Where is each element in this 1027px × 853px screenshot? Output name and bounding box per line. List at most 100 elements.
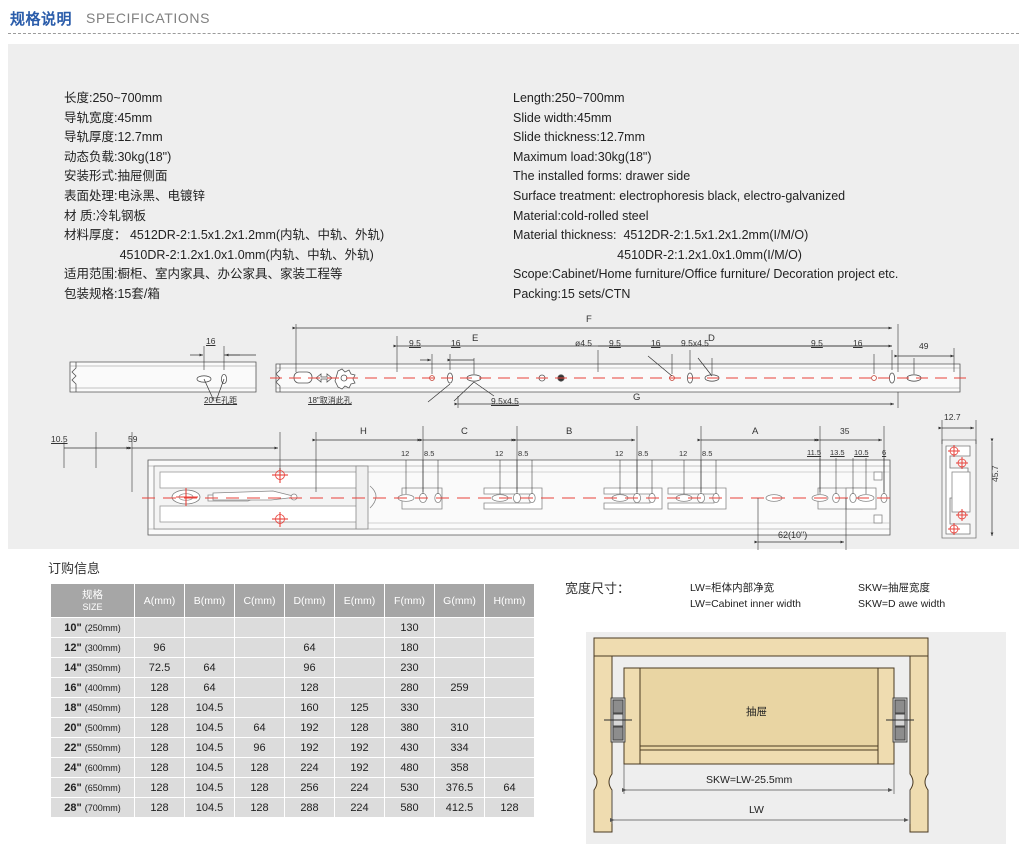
cell-size: 14" (350mm) xyxy=(50,657,135,678)
cell-a: 128 xyxy=(134,717,185,738)
dim-B: B xyxy=(566,426,573,437)
cell-d: 128 xyxy=(284,677,335,698)
cell-f: 130 xyxy=(384,617,435,638)
dim-D: D xyxy=(708,333,715,344)
cell-h xyxy=(484,637,535,658)
col-d: D(mm) xyxy=(284,583,335,618)
dim-E: E xyxy=(472,333,479,344)
table-row: 10" (250mm)130 xyxy=(50,617,535,638)
cell-a: 128 xyxy=(134,697,185,718)
cell-e: 125 xyxy=(334,697,385,718)
cell-a: 72.5 xyxy=(134,657,185,678)
dim-13p5: 13.5 xyxy=(830,448,845,457)
dim-9p5-c: 9.5 xyxy=(811,338,823,348)
width-section-label: 宽度尺寸： xyxy=(565,581,631,596)
dim-H: H xyxy=(360,426,367,437)
cell-d: 224 xyxy=(284,757,335,778)
cell-f: 380 xyxy=(384,717,435,738)
cell-g xyxy=(434,617,485,638)
ordering-info-title: 订购信息 xyxy=(48,561,101,576)
dim-12-d: 12 xyxy=(679,449,688,458)
spec-en-line: Packing:15 sets/CTN xyxy=(513,286,631,301)
spec-en-line: Material thickness: 4512DR-2:1.5x1.2x1.2… xyxy=(513,228,809,243)
dim-16-b: 16 xyxy=(451,338,461,348)
cell-size: 24" (600mm) xyxy=(50,757,135,778)
cell-h xyxy=(484,657,535,678)
cell-e xyxy=(334,677,385,698)
cell-size: 16" (400mm) xyxy=(50,677,135,698)
col-size-en: SIZE xyxy=(82,601,103,612)
spec-en-line: Surface treatment: electrophoresis black… xyxy=(513,188,846,203)
spec-cn-line: 材料厚度： 4512DR-2:1.5x1.2x1.2mm(内轨、中轨、外轨) xyxy=(64,228,385,243)
cell-g: 334 xyxy=(434,737,485,758)
cell-b xyxy=(184,637,235,658)
cell-b: 104.5 xyxy=(184,737,235,758)
dim-G: G xyxy=(633,392,641,403)
legend-lw-cn: LW=柜体内部净宽 xyxy=(690,582,775,594)
cell-f: 180 xyxy=(384,637,435,658)
specifications-english: Length:250~700mm Slide width:45mm Slide … xyxy=(513,89,1013,305)
dim-10p5: 10.5 xyxy=(51,434,68,444)
dim-F: F xyxy=(586,314,592,325)
cell-c: 128 xyxy=(234,777,285,798)
spec-en-line: Slide width:45mm xyxy=(513,110,612,125)
spec-cn-line: 导轨厚度:12.7mm xyxy=(64,130,163,145)
cell-a: 128 xyxy=(134,777,185,798)
cross-section-width: 12.7 xyxy=(944,412,961,422)
cell-c xyxy=(234,697,285,718)
col-c: C(mm) xyxy=(234,583,285,618)
dim-6: 6 xyxy=(882,448,887,457)
cell-c: 64 xyxy=(234,717,285,738)
cell-e xyxy=(334,617,385,638)
dim-16-left: 16 xyxy=(206,336,216,346)
spec-cn-line: 适用范围:橱柜、室内家具、办公家具、家装工程等 xyxy=(64,267,343,282)
spec-cn-line: 长度:250~700mm xyxy=(64,91,163,105)
profile-left-small xyxy=(69,361,257,393)
page-header: 规格说明 SPECIFICATIONS xyxy=(0,0,1027,38)
cell-d: 192 xyxy=(284,717,335,738)
page-title-cn: 规格说明 xyxy=(10,11,73,28)
cell-g xyxy=(434,637,485,658)
cell-f: 480 xyxy=(384,757,435,778)
spec-cn-line: 材 质:冷轧钢板 xyxy=(64,208,146,223)
cell-f: 430 xyxy=(384,737,435,758)
cell-size: 26" (650mm) xyxy=(50,777,135,798)
cell-g xyxy=(434,657,485,678)
dim-16-c: 16 xyxy=(651,338,661,348)
cell-h xyxy=(484,757,535,778)
spec-cn-line: 导轨宽度:45mm xyxy=(64,110,153,125)
cabinet-svg xyxy=(593,637,929,833)
dim-dia-4p5: ø4.5 xyxy=(575,338,593,348)
cell-h: 64 xyxy=(484,777,535,798)
cell-c: 96 xyxy=(234,737,285,758)
spec-en-line: Slide thickness:12.7mm xyxy=(513,130,646,145)
cell-h xyxy=(484,677,535,698)
cell-f: 230 xyxy=(384,657,435,678)
cell-g: 376.5 xyxy=(434,777,485,798)
page-title-en: SPECIFICATIONS xyxy=(86,10,211,26)
cell-size: 22" (550mm) xyxy=(50,737,135,758)
cell-e: 192 xyxy=(334,737,385,758)
spec-cn-line: 安装形式:抽屉侧面 xyxy=(64,169,168,184)
cell-a: 128 xyxy=(134,737,185,758)
cell-b: 104.5 xyxy=(184,697,235,718)
technical-drawings: 16 20"E孔距 18"取消此孔 9.5 16 ø4.5 9.5 16 9.5… xyxy=(8,300,1019,552)
cell-f: 530 xyxy=(384,777,435,798)
cell-b: 64 xyxy=(184,677,235,698)
hole-9p5x4p5-a: 9.5x4.5 xyxy=(681,338,709,348)
dim-62-10in: 62(10") xyxy=(778,530,808,540)
cell-c: 128 xyxy=(234,797,285,818)
cell-d: 96 xyxy=(284,657,335,678)
cell-c xyxy=(234,677,285,698)
dim-35: 35 xyxy=(840,426,850,436)
cell-b: 104.5 xyxy=(184,777,235,798)
cell-h: 128 xyxy=(484,797,535,818)
cell-d: 256 xyxy=(284,777,335,798)
